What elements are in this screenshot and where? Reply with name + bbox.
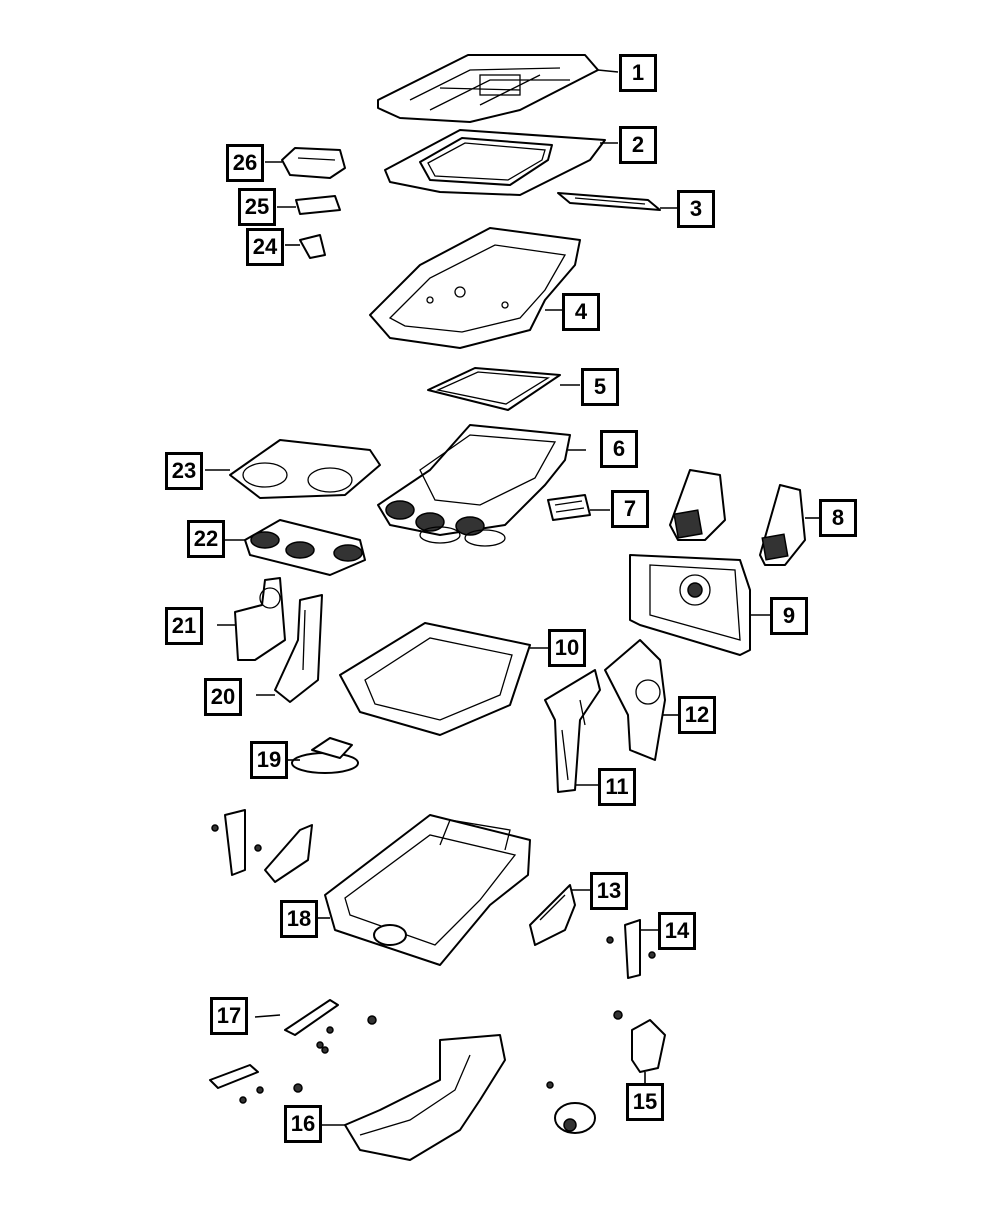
- callout-2: 2: [619, 126, 657, 164]
- part-18-seat-frame: [224, 809, 531, 966]
- part-16-base-rail: [322, 1034, 596, 1161]
- callout-18: 18: [280, 900, 318, 938]
- part-6-bin-tray: [377, 424, 586, 547]
- callout-20: 20: [204, 678, 242, 716]
- part-7-switch-block: [547, 494, 610, 521]
- callout-14: 14: [658, 912, 696, 950]
- callout-7: 7: [611, 490, 649, 528]
- part-17-latch: [209, 999, 377, 1093]
- part-5-pad: [427, 367, 580, 411]
- callout-4: 4: [562, 293, 600, 331]
- part-12-hinge-cover: [604, 639, 678, 761]
- callout-16: 16: [284, 1105, 322, 1143]
- part-10-lower-tray: [339, 622, 548, 736]
- part-15-mount-bracket: [613, 1010, 666, 1083]
- part-4-base-frame: [369, 227, 581, 349]
- part-20-side-bracket: [256, 594, 323, 703]
- callout-5: 5: [581, 368, 619, 406]
- part-9-rear-housing: [629, 554, 770, 656]
- part-21-hinge-plate: [217, 577, 286, 661]
- callout-1: 1: [619, 54, 657, 92]
- callout-21: 21: [165, 607, 203, 645]
- callout-8: 8: [819, 499, 857, 537]
- callout-10: 10: [548, 629, 586, 667]
- part-11-hinge-bracket: [544, 669, 601, 793]
- part-25-latch-block: [277, 195, 341, 215]
- callout-15: 15: [626, 1083, 664, 1121]
- part-22-cup-holder: [225, 519, 366, 576]
- callout-9: 9: [770, 597, 808, 635]
- callout-3: 3: [677, 190, 715, 228]
- callout-19: 19: [250, 741, 288, 779]
- part-14-clip-bracket: [606, 919, 658, 979]
- part-19-handle: [288, 737, 359, 774]
- callout-22: 22: [187, 520, 225, 558]
- callout-17: 17: [210, 997, 248, 1035]
- part-2-frame: [384, 129, 618, 196]
- part-8-air-ducts: [669, 469, 820, 566]
- part-24-clip: [285, 234, 326, 259]
- part-26-handle-cover: [265, 147, 346, 179]
- part-23-cup-tray: [205, 439, 381, 499]
- hardware-fasteners: [211, 824, 554, 1104]
- callout-11: 11: [598, 768, 636, 806]
- callout-13: 13: [590, 872, 628, 910]
- part-1-cover-plate: [377, 54, 619, 123]
- callout-26: 26: [226, 144, 264, 182]
- callout-25: 25: [238, 188, 276, 226]
- callout-24: 24: [246, 228, 284, 266]
- callout-23: 23: [165, 452, 203, 490]
- callout-12: 12: [678, 696, 716, 734]
- part-3-bracket-strip: [557, 192, 678, 211]
- callout-6: 6: [600, 430, 638, 468]
- part-13-bracket: [529, 884, 590, 946]
